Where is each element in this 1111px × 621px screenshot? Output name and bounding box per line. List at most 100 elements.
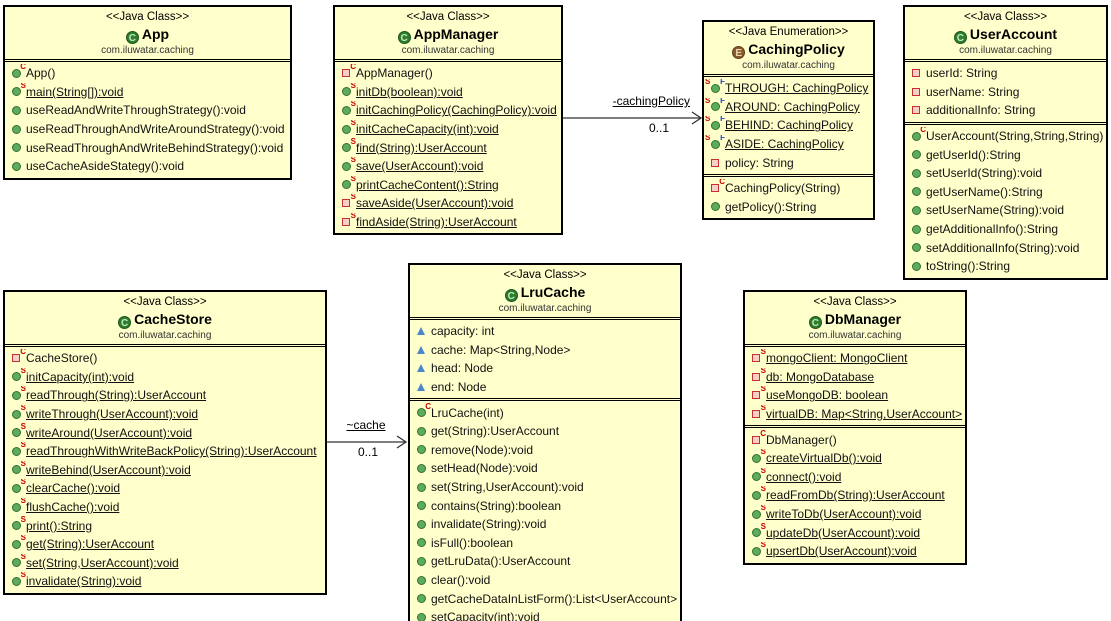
private-visibility-icon [709,156,721,170]
member-label: getUserName():String [926,184,1043,199]
member-label: createVirtualDb():void [766,451,882,466]
member-label: userName: String [926,84,1020,99]
method-row: getLruData():UserAccount [410,552,680,571]
public-visibility-icon: S [340,83,356,99]
member-label: initCapacity(int):void [26,369,135,384]
field-row: userId: String [905,64,1106,83]
stereotype-label: <<Java Class>> [105,11,190,23]
association-multiplicity: 0..1 [357,445,378,459]
public-visibility-icon: S [750,542,766,558]
member-label: writeBehind(UserAccount):void [26,462,191,477]
method-row: contains(String):boolean [410,496,680,515]
public-visibility-icon [10,159,22,173]
field-row: userName: String [905,83,1106,102]
package-name: com.iluwatar.caching [101,45,194,56]
java-class-icon: C [118,316,132,329]
public-visibility-icon [10,122,22,136]
member-label: getCacheDataInListForm():List<UserAccoun… [431,591,678,606]
method-row: clear():void [410,571,680,590]
private-visibility-icon: C [340,64,356,80]
field-row: end: Node [410,378,680,397]
member-label: contains(String):boolean [431,498,562,513]
method-row: useReadThroughAndWriteAroundStrategy():v… [5,120,290,139]
public-visibility-icon [415,424,427,438]
method-row: useReadAndWriteThroughStrategy():void [5,101,290,120]
method-row: remove(Node):void [410,441,680,460]
association-label: -cachingPolicy [612,94,690,108]
stereotype-label: <<Java Enumeration>> [728,26,849,38]
package-name: com.iluwatar.caching [498,303,592,314]
member-label: THROUGH: CachingPolicy [725,81,869,96]
private-visibility-icon: C [709,179,725,195]
public-visibility-icon [415,592,427,606]
member-label: setAdditionalInfo(String):void [926,240,1080,255]
public-visibility-icon: S [10,368,26,384]
method-row: setUserId(String):void [905,164,1106,183]
member-label: invalidate(String):void [26,574,142,589]
member-label: setCapacity(int):void [431,610,540,621]
member-label: printCacheContent():String [356,177,499,192]
private-visibility-icon [910,85,922,99]
member-label: saveAside(UserAccount):void [356,196,514,211]
member-label: additionalInfo: String [926,103,1036,118]
public-visibility-icon: S [340,120,356,136]
association-label: ~cache [346,418,386,432]
association-arrow-cachingpolicy[interactable] [563,110,703,126]
public-visibility-icon [415,610,427,621]
package-name: com.iluwatar.caching [742,60,835,71]
package-visibility-icon [415,380,427,394]
stereotype-label: <<Java Class>> [813,296,897,308]
public-visibility-icon [910,222,922,236]
method-row: setHead(Node):void [410,459,680,478]
public-visibility-icon: S [10,554,26,570]
association-multiplicity: 0..1 [648,121,669,135]
java-class-icon: C [953,31,967,44]
public-visibility-icon: C [10,64,26,80]
association-arrow-cache[interactable] [327,434,408,450]
member-label: useReadThroughAndWriteBehindStrategy():v… [26,140,284,155]
private-visibility-icon: S [750,349,766,365]
method-row: getUserId():String [905,145,1106,164]
member-label: CachingPolicy(String) [725,181,841,196]
private-visibility-icon [910,103,922,117]
public-visibility-icon [910,185,922,199]
member-label: invalidate(String):void [431,517,547,532]
member-label: db: MongoDatabase [766,369,875,384]
member-label: capacity: int [431,324,495,339]
private-visibility-icon: S [340,213,356,229]
stereotype-label: <<Java Class>> [406,11,490,23]
package-name: com.iluwatar.caching [808,330,902,341]
member-label: getLruData():UserAccount [431,554,571,569]
